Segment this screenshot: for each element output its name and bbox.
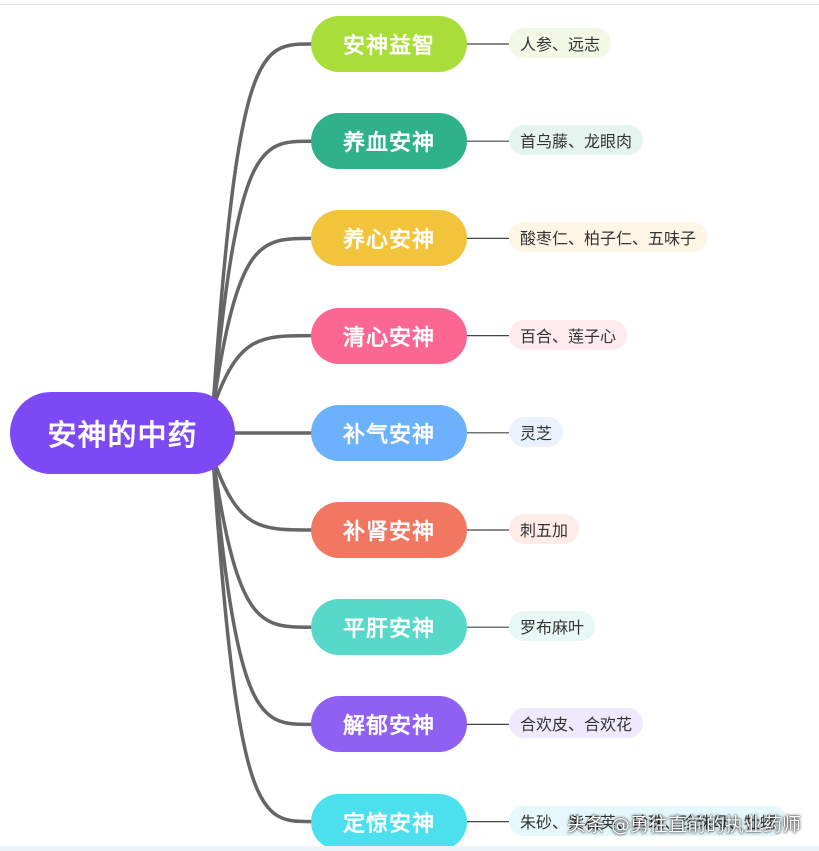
connector-line	[211, 456, 313, 532]
connector-line	[211, 456, 313, 727]
connector-line	[211, 42, 313, 410]
branch-node[interactable]: 定惊安神	[311, 793, 467, 850]
top-divider	[0, 0, 819, 5]
leaf-node[interactable]: 人参、远志	[509, 28, 612, 58]
leaf-node[interactable]: 罗布麻叶	[509, 611, 596, 642]
leaf-node[interactable]: 灵芝	[509, 416, 564, 447]
branch-node[interactable]: 养血安神	[311, 113, 467, 170]
leaf-node[interactable]: 朱砂、紫石英、珍珠、珍珠母、牡蛎	[509, 805, 788, 836]
connector-line	[211, 456, 313, 824]
branch-node[interactable]: 补气安神	[311, 404, 467, 461]
connector-line	[211, 139, 313, 410]
bottom-strip	[0, 846, 819, 851]
leaf-node[interactable]: 合欢皮、合欢花	[509, 708, 644, 739]
watermark: 头条 @勇往直前的执业药师	[566, 814, 801, 836]
leaf-node[interactable]: 百合、莲子心	[509, 319, 628, 350]
connector-line	[211, 333, 313, 410]
connector-line	[211, 236, 313, 410]
branch-node[interactable]: 补肾安神	[311, 502, 467, 558]
branch-node[interactable]: 安神益智	[311, 16, 467, 72]
leaf-node[interactable]: 酸枣仁、柏子仁、五味子	[509, 222, 708, 253]
branch-node[interactable]: 清心安神	[311, 307, 467, 364]
branch-node[interactable]: 养心安神	[311, 210, 467, 267]
root-node[interactable]: 安神的中药	[10, 392, 235, 474]
branch-node[interactable]: 解郁安神	[311, 696, 467, 753]
leaf-node[interactable]: 刺五加	[509, 514, 580, 544]
leaf-node[interactable]: 首乌藤、龙眼肉	[509, 125, 644, 156]
branch-node[interactable]: 平肝安神	[311, 599, 467, 656]
connector-line	[211, 456, 313, 629]
